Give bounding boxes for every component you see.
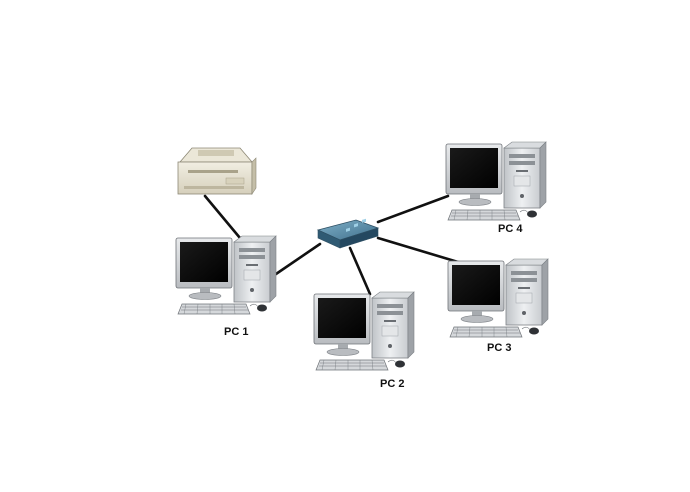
pc1-label: PC 1 (224, 326, 248, 338)
pc1-computer-icon (175, 235, 277, 315)
link-printer-pc1 (203, 194, 242, 240)
pc2-label: PC 2 (380, 378, 404, 390)
link-pc3-switch (376, 236, 460, 264)
pc4-computer-icon (445, 141, 547, 221)
printer-icon (177, 147, 257, 195)
pc3-label: PC 3 (487, 342, 511, 354)
pc4-label: PC 4 (498, 223, 523, 235)
pc2-computer-icon (313, 291, 415, 371)
link-pc2-switch (348, 246, 372, 296)
pc3-computer-icon (447, 258, 549, 338)
link-pc4-switch (376, 194, 450, 224)
link-pc1-switch (274, 242, 322, 276)
switch-icon (316, 218, 380, 249)
connections (203, 194, 460, 296)
